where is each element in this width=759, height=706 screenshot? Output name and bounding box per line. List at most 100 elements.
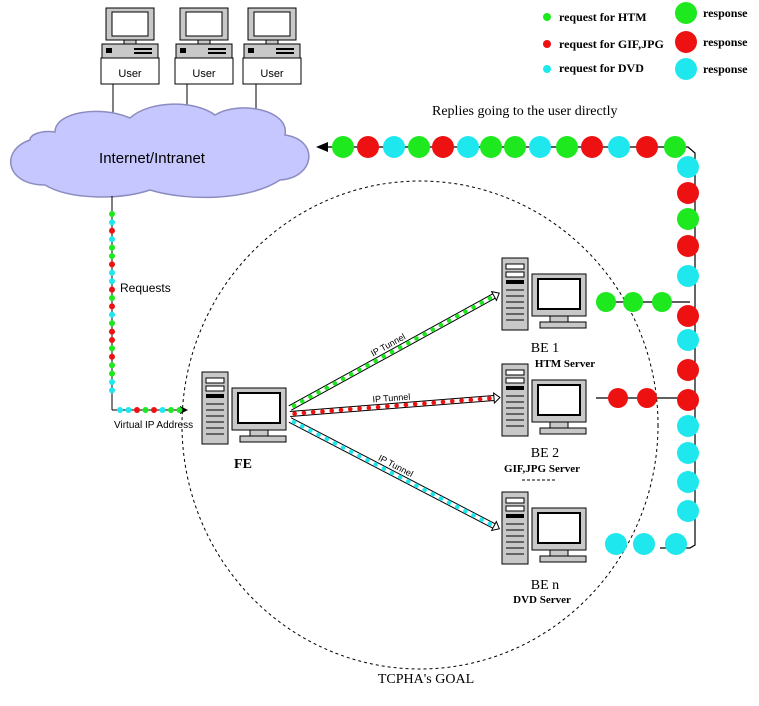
tunnel-htm-dot bbox=[365, 363, 370, 368]
tunnel-htm-dot bbox=[414, 336, 419, 341]
tunnel-htm-dot bbox=[299, 398, 305, 404]
tunnel-gif-dot bbox=[357, 406, 362, 411]
tunnel-htm-dot bbox=[373, 358, 378, 364]
computer-icon bbox=[243, 7, 301, 59]
reply-response-dvd bbox=[383, 136, 405, 158]
legend-response-htm: response bbox=[703, 6, 748, 20]
tunnel-htm-dot bbox=[332, 381, 338, 386]
reply-response-dvd bbox=[457, 136, 479, 158]
tunnel-dvd-dot bbox=[373, 462, 378, 467]
request-dot-htm bbox=[109, 362, 115, 369]
reply-response-gif bbox=[677, 305, 699, 327]
tunnel-htm-dot bbox=[340, 376, 346, 382]
tunnel-dvd-dot bbox=[389, 470, 395, 476]
request-dot-htm bbox=[176, 407, 183, 413]
request-dot-dvd bbox=[109, 269, 115, 276]
request-dot-htm bbox=[168, 407, 174, 413]
tunnel-gif-dot bbox=[459, 398, 464, 403]
request-dot-dvd bbox=[109, 236, 115, 243]
tunnel-dvd-dot bbox=[487, 521, 493, 527]
reply-response-dvd bbox=[677, 442, 699, 464]
fe-label: FE bbox=[234, 457, 252, 472]
reply-response-dvd bbox=[665, 533, 687, 555]
tunnel-htm-dot bbox=[316, 390, 321, 395]
reply-response-gif bbox=[677, 235, 699, 257]
request-dot-gif bbox=[134, 407, 140, 413]
request-dot-dvd bbox=[159, 407, 166, 413]
tunnel-dvd-dot bbox=[316, 432, 321, 438]
reply-circles bbox=[332, 136, 699, 555]
tunnel-htm-dot bbox=[446, 318, 452, 323]
user-label-1: User bbox=[118, 68, 142, 80]
tunnel-htm-dot bbox=[422, 331, 427, 337]
tunnel-dvd-dot bbox=[348, 449, 354, 455]
reply-response-htm bbox=[480, 136, 502, 158]
reply-response-htm bbox=[623, 292, 643, 312]
ben-name: BE n bbox=[531, 578, 559, 593]
tunnel-dvd-dot bbox=[479, 517, 485, 522]
reply-response-gif bbox=[581, 136, 603, 158]
tunnel-gif-dot bbox=[449, 398, 455, 404]
tunnel-htm-dot bbox=[389, 349, 395, 355]
legend-dot-dvd bbox=[543, 65, 551, 73]
replies-label: Replies going to the user directly bbox=[432, 104, 617, 119]
legend-response-dvd: response bbox=[703, 62, 748, 76]
be2-role: GIF,JPG Server bbox=[504, 463, 580, 475]
tunnel-dvd-dot bbox=[381, 466, 387, 472]
reply-response-htm bbox=[556, 136, 578, 158]
goal-boundary bbox=[181, 180, 659, 670]
reply-response-htm bbox=[596, 292, 616, 312]
request-arrowhead bbox=[180, 406, 188, 414]
tunnel-htm-dot bbox=[471, 304, 476, 310]
reply-arrowhead bbox=[316, 142, 328, 152]
tunnel-gif-dot bbox=[487, 396, 492, 401]
legend-response-gif: response bbox=[703, 35, 748, 49]
request-dot-dvd bbox=[117, 407, 123, 413]
request-dot-htm bbox=[109, 244, 115, 251]
tunnel-gif-dot bbox=[440, 399, 446, 405]
request-dot-gif bbox=[109, 261, 115, 268]
reply-response-dvd bbox=[633, 533, 655, 555]
request-dot-htm bbox=[109, 320, 115, 327]
be2-name: BE 2 bbox=[531, 446, 559, 461]
reply-response-gif bbox=[677, 389, 699, 411]
computer-icon bbox=[101, 7, 159, 59]
goal-label: TCPHA's GOAL bbox=[378, 672, 474, 687]
user-computer-2: User bbox=[174, 7, 234, 85]
reply-response-gif bbox=[637, 388, 657, 408]
requests-label: Requests bbox=[120, 281, 171, 295]
request-dot-dvd bbox=[109, 379, 115, 385]
tunnel-dvd-dot bbox=[471, 513, 476, 518]
legend-label-gif: request for GIF,JPG bbox=[559, 37, 664, 51]
tunnel-gif-dot bbox=[301, 410, 307, 416]
ben-role: DVD Server bbox=[513, 594, 571, 606]
request-dots bbox=[109, 211, 183, 413]
tunnel-gif-label: IP Tunnel bbox=[372, 392, 411, 405]
reply-response-dvd bbox=[677, 471, 699, 493]
tunnel-dvd-dot bbox=[414, 483, 419, 489]
legend-label-dvd: request for DVD bbox=[559, 61, 644, 75]
tunnel-dvd-dot bbox=[332, 441, 338, 446]
request-dot-dvd bbox=[109, 311, 115, 318]
tunnel-htm-dot bbox=[324, 385, 330, 391]
tunnel-dvd-dot bbox=[299, 424, 305, 429]
request-dot-htm bbox=[109, 370, 115, 377]
tunnel-dvd-dot bbox=[406, 479, 411, 484]
tunnel-dvd: IP Tunnel bbox=[288, 417, 501, 532]
request-dot-dvd bbox=[109, 219, 115, 226]
tunnel-htm-label: IP Tunnel bbox=[369, 331, 407, 358]
reply-response-dvd bbox=[677, 265, 699, 287]
reply-response-dvd bbox=[605, 533, 627, 555]
tunnel-htm-dot bbox=[291, 403, 297, 409]
tunnel-gif-dot bbox=[375, 404, 381, 410]
tunnel-gif-dot bbox=[347, 406, 353, 412]
tunnel-dvd-dot bbox=[463, 508, 468, 514]
tunnel-dvd-label: IP Tunnel bbox=[377, 453, 415, 479]
tunnel-htm-dot bbox=[348, 372, 354, 377]
request-dot-htm bbox=[109, 253, 115, 259]
tunnel-gif-dot bbox=[403, 402, 409, 408]
tunnel-gif-dot bbox=[468, 397, 474, 403]
request-dot-gif bbox=[109, 227, 115, 234]
legend-circle-dvd bbox=[675, 58, 697, 80]
tunnel-htm-dot bbox=[438, 322, 444, 328]
